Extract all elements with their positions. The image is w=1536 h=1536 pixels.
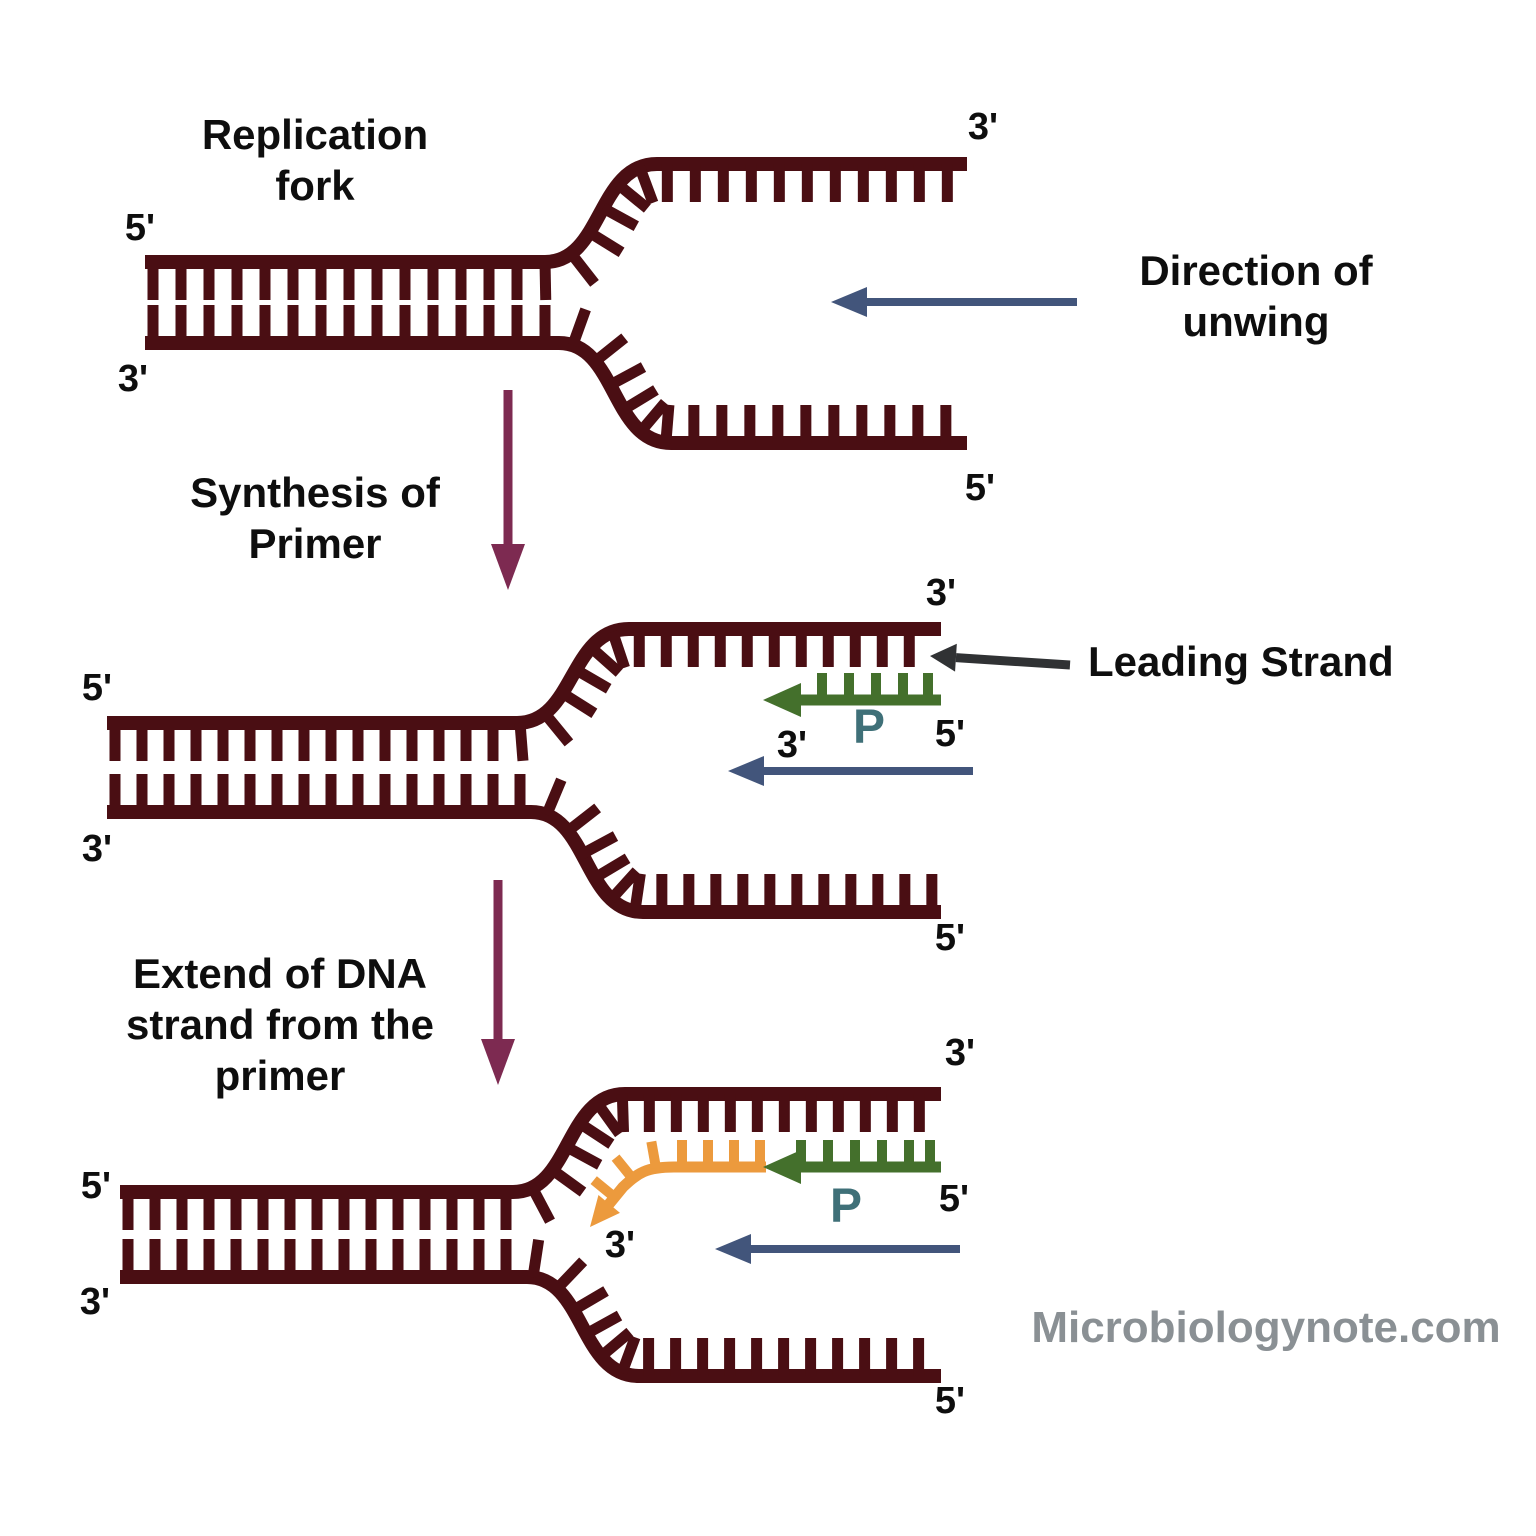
stage3-primer-right-end-label: 5' xyxy=(938,1177,970,1220)
leading-strand-label: Leading Strand xyxy=(1088,638,1394,685)
title-replication-fork: Replication fork xyxy=(201,110,429,209)
stage2-primer-right-end-label: 5' xyxy=(934,712,966,755)
stage3-label-left-top: 5' xyxy=(80,1164,112,1207)
stage3-extension-end-label: 3' xyxy=(604,1223,636,1266)
stage2-label-left-top: 5' xyxy=(81,666,113,709)
stage2-label-right-top: 3' xyxy=(925,571,957,614)
stage1-label-right-top: 3' xyxy=(967,105,999,148)
step1-synthesis-of-primer-label: Synthesis of Primer xyxy=(190,468,440,567)
stage2-primer-left-end-label: 3' xyxy=(776,723,808,766)
stage1-label-left-bottom: 3' xyxy=(117,357,149,400)
stage2-label-right-bottom: 5' xyxy=(934,916,966,959)
stage3-label-right-top: 3' xyxy=(944,1031,976,1074)
stage2-label-left-bottom: 3' xyxy=(81,827,113,870)
watermark: Microbiologynote.com xyxy=(1031,1303,1501,1353)
step2-extend-dna-label: Extend of DNA strand from the primer xyxy=(125,950,435,1100)
direction-of-unwinding-label: Direction of unwing xyxy=(1139,246,1373,345)
stage1-label-right-bottom: 5' xyxy=(964,466,996,509)
stage2-primer-letter: P xyxy=(852,700,886,754)
stage1-label-left-top: 5' xyxy=(124,206,156,249)
stage3-primer-letter: P xyxy=(829,1179,863,1233)
stage3-label-right-bottom: 5' xyxy=(934,1379,966,1422)
stage3-label-left-bottom: 3' xyxy=(79,1280,111,1323)
